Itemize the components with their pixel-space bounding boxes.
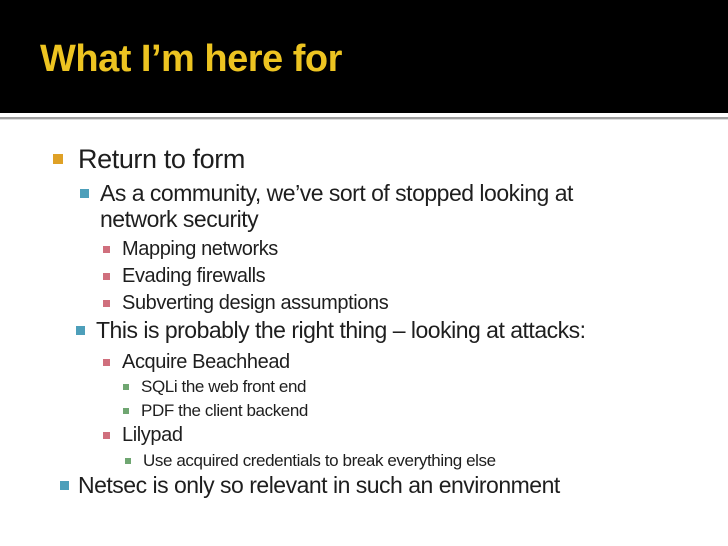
list-item-text: SQLi the web front end [141, 377, 307, 396]
separator-gap [0, 113, 728, 117]
list-item-text: Evading firewalls [122, 265, 266, 287]
bullet-square-icon [103, 273, 110, 280]
list-item-text: Lilypad [122, 424, 183, 446]
list-item: Return to form [53, 144, 245, 175]
list-item: Acquire Beachhead [103, 351, 290, 374]
list-item-text: Subverting design assumptions [122, 292, 389, 314]
bullet-square-icon [103, 246, 110, 253]
list-item-text: Netsec is only so relevant in such an en… [78, 472, 560, 498]
list-item: Netsec is only so relevant in such an en… [60, 472, 560, 498]
list-item-text: PDF the client backend [141, 401, 308, 420]
list-item: Evading firewalls [103, 265, 266, 288]
list-item: Subverting design assumptions [103, 292, 389, 315]
list-item-text: Use acquired credentials to break everyt… [143, 451, 496, 470]
list-item: Mapping networks [103, 238, 278, 261]
list-item: PDF the client backend [123, 401, 308, 420]
separator-line [0, 117, 728, 119]
bullet-square-icon [103, 359, 110, 366]
bullet-square-icon [125, 458, 131, 464]
bullet-square-icon [53, 154, 63, 164]
slide-body: Return to form As a community, we’ve sor… [0, 120, 728, 546]
list-item-text: Acquire Beachhead [122, 351, 290, 373]
bullet-square-icon [123, 408, 129, 414]
separator-shadow [0, 119, 728, 120]
list-item: Lilypad [103, 424, 183, 447]
list-item-text: Return to form [78, 144, 245, 174]
slide-header: What I’m here for [0, 0, 728, 113]
list-item: Use acquired credentials to break everyt… [125, 451, 496, 470]
bullet-square-icon [60, 481, 69, 490]
list-item-text: As a community, we’ve sort of stopped lo… [100, 180, 573, 233]
list-item-text: This is probably the right thing – looki… [96, 317, 586, 343]
list-item: SQLi the web front end [123, 377, 306, 396]
bullet-square-icon [103, 300, 110, 307]
list-item: This is probably the right thing – looki… [76, 317, 586, 343]
list-item-text: Mapping networks [122, 238, 278, 260]
bullet-square-icon [76, 326, 85, 335]
bullet-square-icon [123, 384, 129, 390]
bullet-square-icon [103, 432, 110, 439]
bullet-square-icon [80, 189, 89, 198]
list-item: As a community, we’ve sort of stopped lo… [80, 180, 645, 232]
slide-title: What I’m here for [40, 38, 342, 80]
